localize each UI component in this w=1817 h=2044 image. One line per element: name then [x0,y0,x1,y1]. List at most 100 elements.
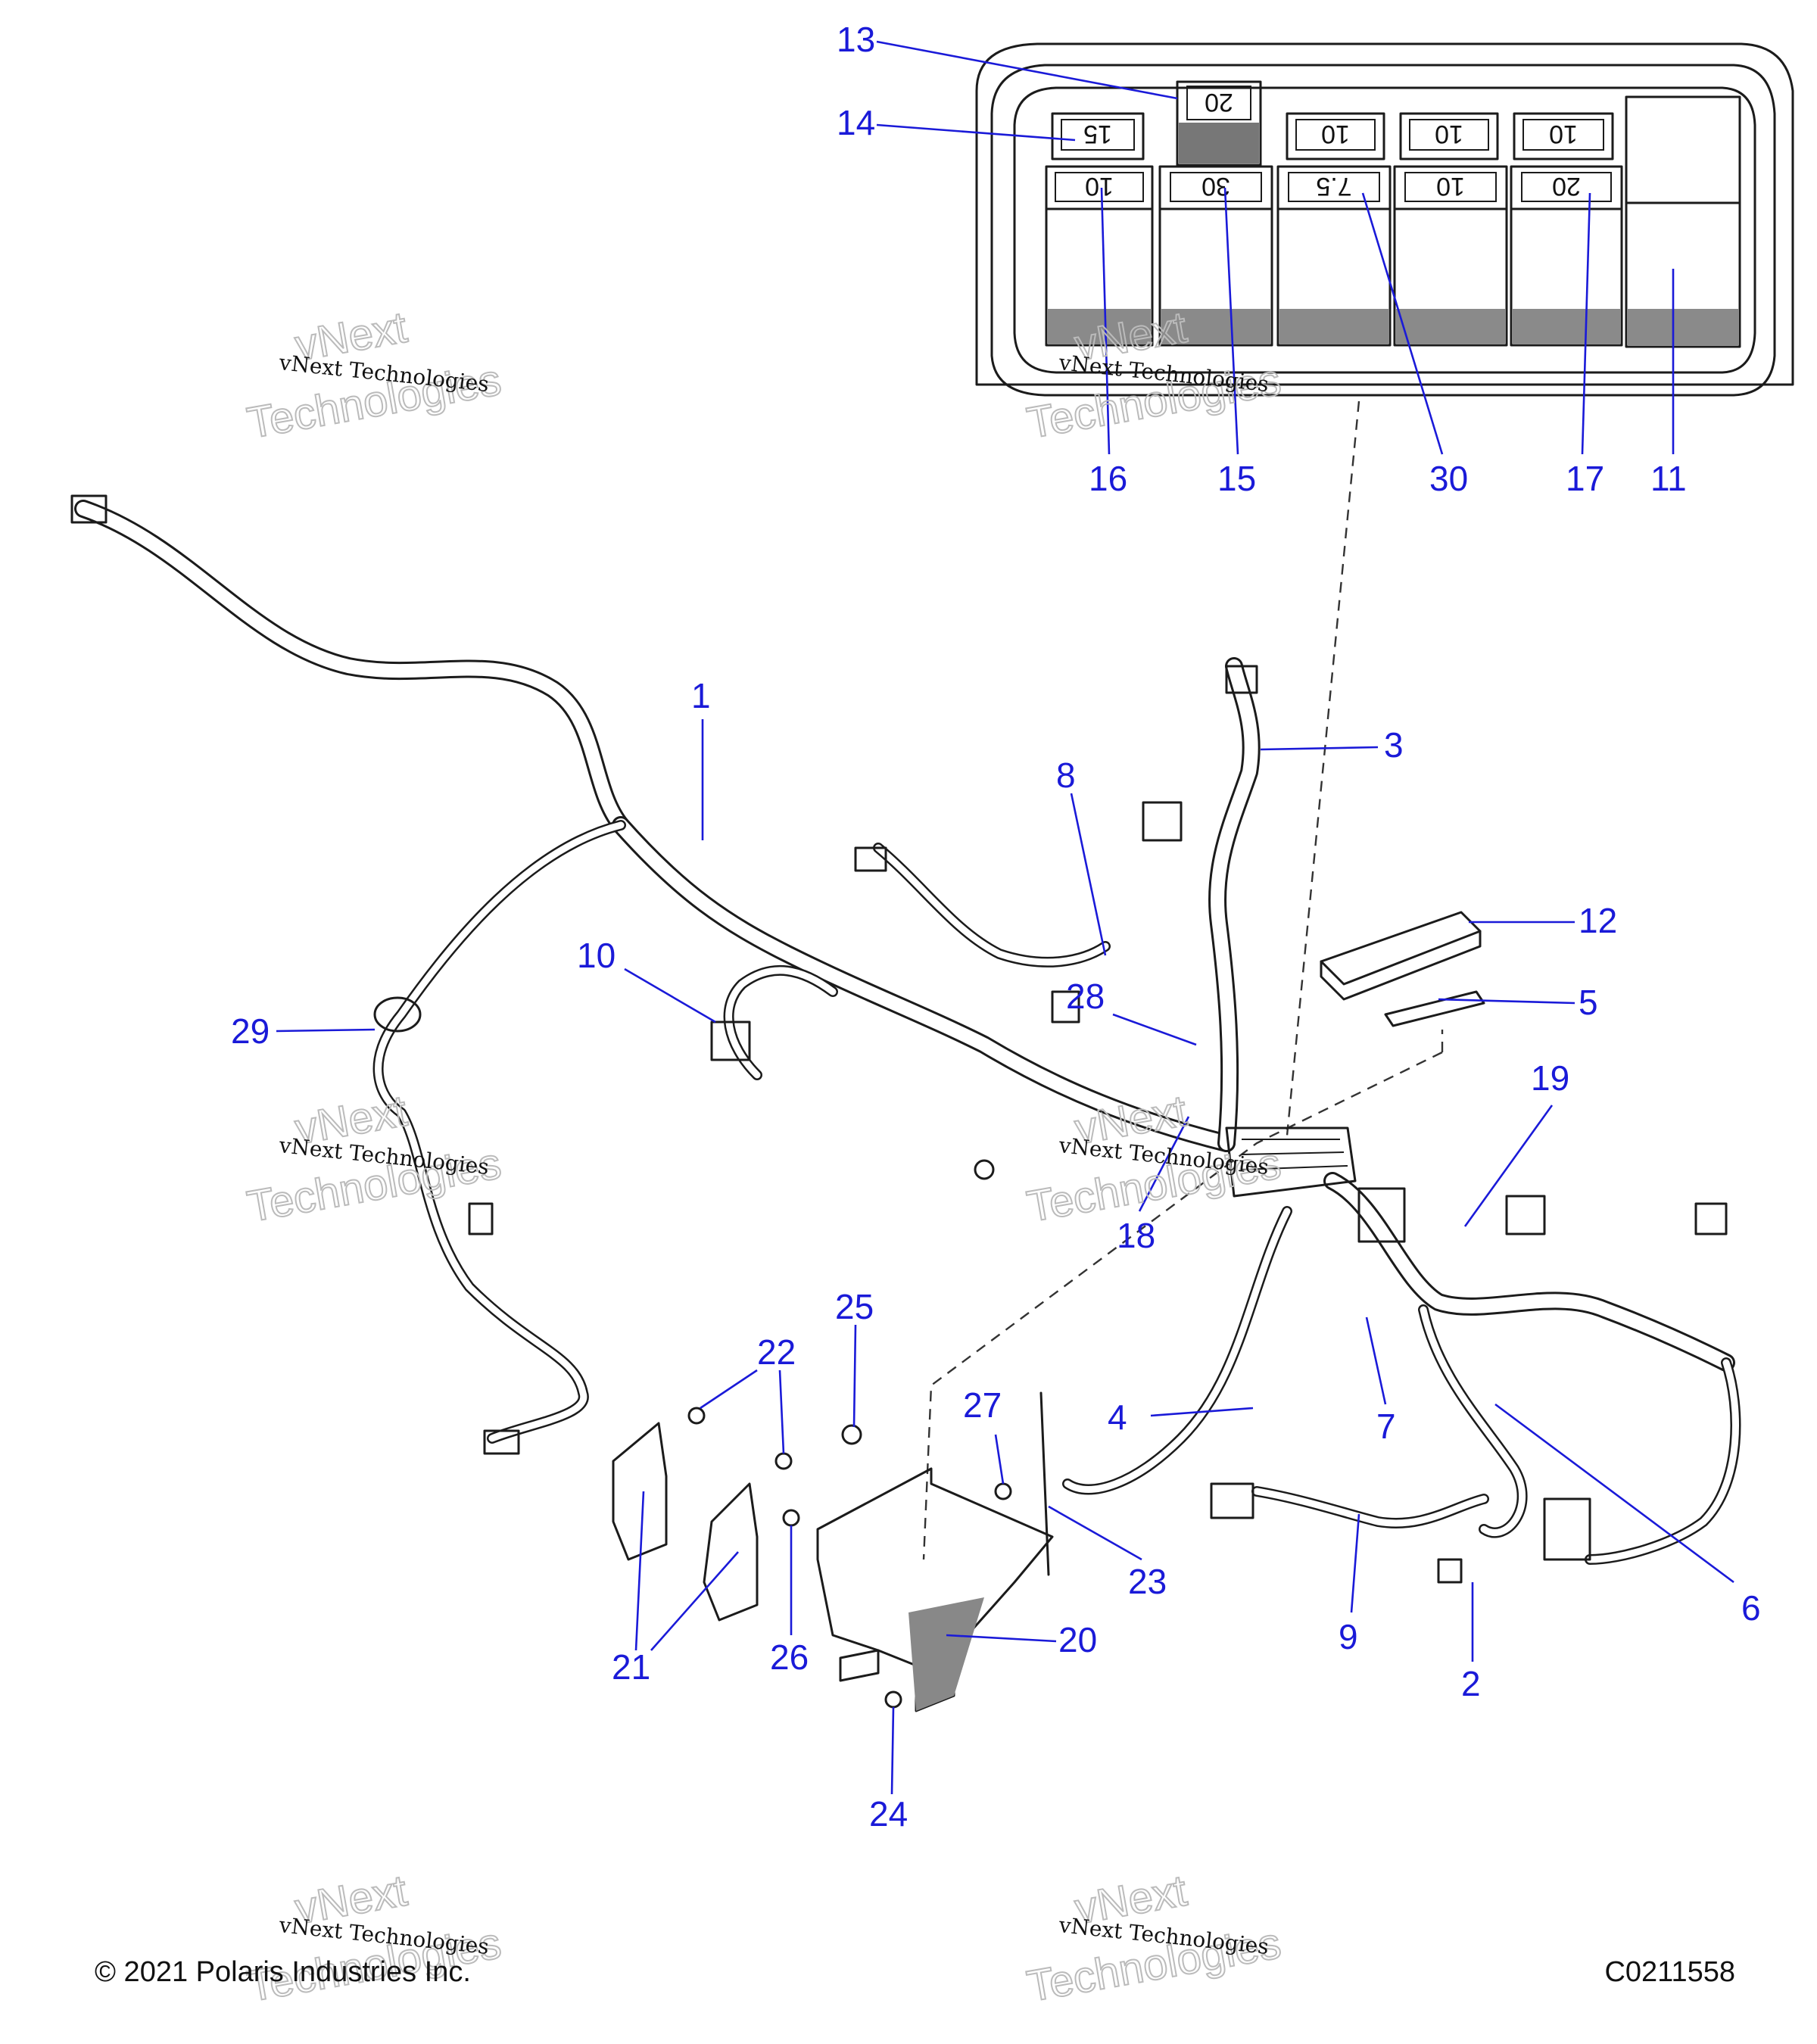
connector-10 [710,1020,751,1061]
callout-8: 8 [1056,756,1076,795]
callout-4: 4 [1108,1397,1127,1437]
relay-5 [1510,207,1623,347]
main-harness [74,500,1741,1565]
top-fuse-shade [1179,123,1259,164]
leader-4 [1150,1407,1254,1417]
bracket-20-tab [839,1649,880,1682]
leader-17 [1581,192,1591,455]
fuse-row-2: 10 30 7.5 10 20 [1045,165,1623,347]
callout-23: 23 [1128,1562,1167,1601]
projection-line-bracket [922,1051,1443,1560]
callout-24: 24 [869,1794,908,1834]
callout-25: 25 [835,1287,874,1326]
fuse-row2-rating-1: 10 [1085,172,1114,201]
connectors [70,494,1728,1584]
callout-22: 22 [757,1332,796,1372]
fuse-row1-cap-3 [1409,119,1489,151]
callout-5: 5 [1579,983,1598,1022]
fuse-row2-rating-5: 20 [1552,172,1581,201]
fuse-row1-cap-2 [1295,119,1376,151]
connector-center [1051,990,1080,1024]
harness-branch-left-lower [372,820,626,1444]
leader-18 [1138,1116,1190,1212]
leader-7 [1365,1316,1387,1405]
fuse-row2-cap-1 [1055,172,1144,202]
callout-10: 10 [577,936,616,975]
leader-21 [634,1491,739,1651]
fuse-row1-slot-2 [1286,112,1385,160]
relay-block-11-shade [1628,309,1738,345]
fuse-row2-rating-3: 7.5 [1316,172,1351,201]
callout-14: 14 [837,103,875,142]
relay-1 [1045,207,1154,347]
relay-5-shade [1513,309,1620,344]
callout-15: 15 [1217,459,1256,498]
leader-20 [946,1634,1057,1643]
callout-28: 28 [1066,977,1105,1016]
callout-20: 20 [1058,1620,1097,1659]
callout-27: 27 [963,1385,1002,1425]
nut-24 [884,1690,902,1709]
clip-brackets-21 [612,1422,759,1622]
callout-2: 2 [1461,1664,1481,1703]
harness-loop-29 [373,996,422,1033]
relay-4 [1393,207,1508,347]
leader-10 [624,967,716,1024]
callout-labels: 13 14 16 15 30 17 11 1 3 8 12 5 10 29 28… [231,20,1761,1834]
fuse-row1-rating-1: 15 [1083,120,1112,148]
bracket-20-shade [908,1597,984,1711]
connector-left-mid [468,1202,494,1235]
callout-29: 29 [231,1011,270,1051]
fuse-row1-rating-3: 10 [1435,120,1463,148]
fuse-row2-cap-4 [1404,172,1497,202]
leader-16 [1100,187,1111,455]
leader-15 [1223,187,1239,455]
relay-2-shade [1161,309,1270,344]
fuse-row1-slot-4 [1513,112,1614,160]
relay-3 [1276,207,1392,347]
leader-23 [1048,1505,1142,1561]
fuse-cover-top [1320,911,1482,986]
fuse-box-detail: 20 15 10 10 10 10 30 [975,42,1794,397]
fuse-label-decal [1384,990,1485,1027]
callout-16: 16 [1089,459,1127,498]
connector-right-lower [1543,1497,1591,1561]
leader-6 [1494,1403,1734,1584]
callout-18: 18 [1117,1216,1155,1255]
connector-left-lower-end [483,1429,520,1455]
bolt-harness [974,1159,995,1180]
leader-30 [1361,192,1444,455]
bracket-20 [816,1467,1054,1712]
connector-9-end [1210,1482,1254,1519]
fuse-row1-cap-1 [1061,119,1135,151]
leader-5 [1438,998,1575,1005]
relay-3-shade [1279,309,1388,344]
callout-21: 21 [612,1647,650,1687]
leader-14 [876,123,1076,142]
callout-1: 1 [691,676,711,715]
leader-27 [994,1434,1005,1485]
nut-27 [994,1482,1012,1500]
callout-7: 7 [1376,1407,1396,1446]
connector-8 [1142,801,1183,842]
fuse-box-housing-inner [1013,86,1756,374]
leader-24 [890,1706,895,1795]
harness-ecu-connector [1357,1187,1406,1243]
fuse-row2-cap-5 [1521,172,1612,202]
drawing-code: C0211558 [1604,1956,1735,1988]
callout-13: 13 [837,20,875,59]
callout-17: 17 [1566,459,1604,498]
harness-branch-lower-left [1062,1206,1292,1495]
leader-9 [1350,1513,1360,1613]
fuse-cover-12 [1320,911,1482,1001]
fuse-row2-rating-4: 10 [1436,172,1465,201]
projection-line-fusebox [1286,400,1360,1136]
callout-11: 11 [1650,459,1687,498]
fuse-cover-side [1320,930,1482,1001]
fuse-label-5 [1384,990,1485,1027]
fuse-box-housing-outer [975,42,1794,386]
connector-2 [1437,1558,1463,1584]
relay-block-11 [1625,201,1741,348]
fuse-row-1: 15 10 10 10 [1051,112,1614,160]
callout-9: 9 [1339,1617,1358,1656]
